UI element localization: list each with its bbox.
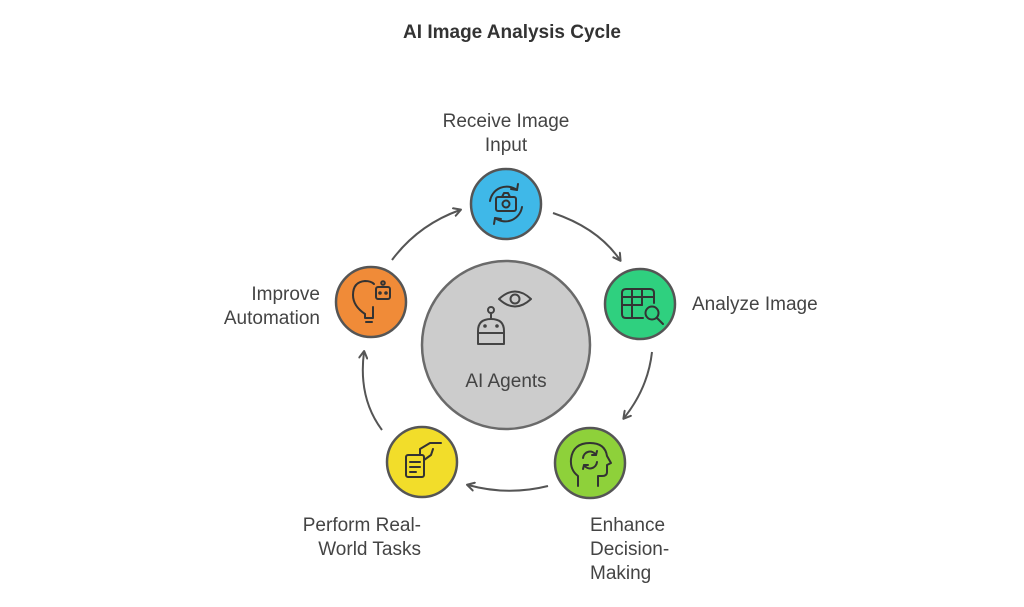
bulb-robot-icon	[352, 280, 391, 323]
center-node	[420, 259, 592, 431]
hand-document-icon	[405, 442, 442, 478]
step-node-enhance-decision	[553, 426, 627, 500]
step-label-perform-tasks: Perform Real- World Tasks	[302, 515, 421, 560]
head-brain-icon	[569, 442, 612, 487]
step-node-perform-tasks	[385, 425, 459, 499]
diagram-title: AI Image Analysis Cycle	[403, 22, 621, 43]
robot-eye-icon	[477, 290, 532, 345]
arrow-2-to-3	[622, 351, 653, 420]
arrow-4-to-5	[358, 350, 383, 431]
step-label-improve-automation: Improve Automation	[223, 284, 320, 329]
center-label: AI Agents	[465, 371, 547, 392]
step-label-enhance-decision: Enhance Decision- Making	[590, 515, 670, 584]
arrow-1-to-2	[552, 212, 622, 262]
arrow-5-to-1	[391, 207, 462, 261]
arrow-3-to-4	[466, 481, 549, 492]
table-search-icon	[621, 288, 664, 325]
camera-refresh-icon	[489, 183, 523, 225]
step-node-improve-automation	[334, 265, 408, 339]
step-label-analyze-image: Analyze Image	[692, 294, 818, 315]
step-node-analyze-image	[603, 267, 677, 341]
step-node-receive-image	[469, 167, 543, 241]
step-label-receive-image: Receive Image Input	[442, 111, 570, 156]
